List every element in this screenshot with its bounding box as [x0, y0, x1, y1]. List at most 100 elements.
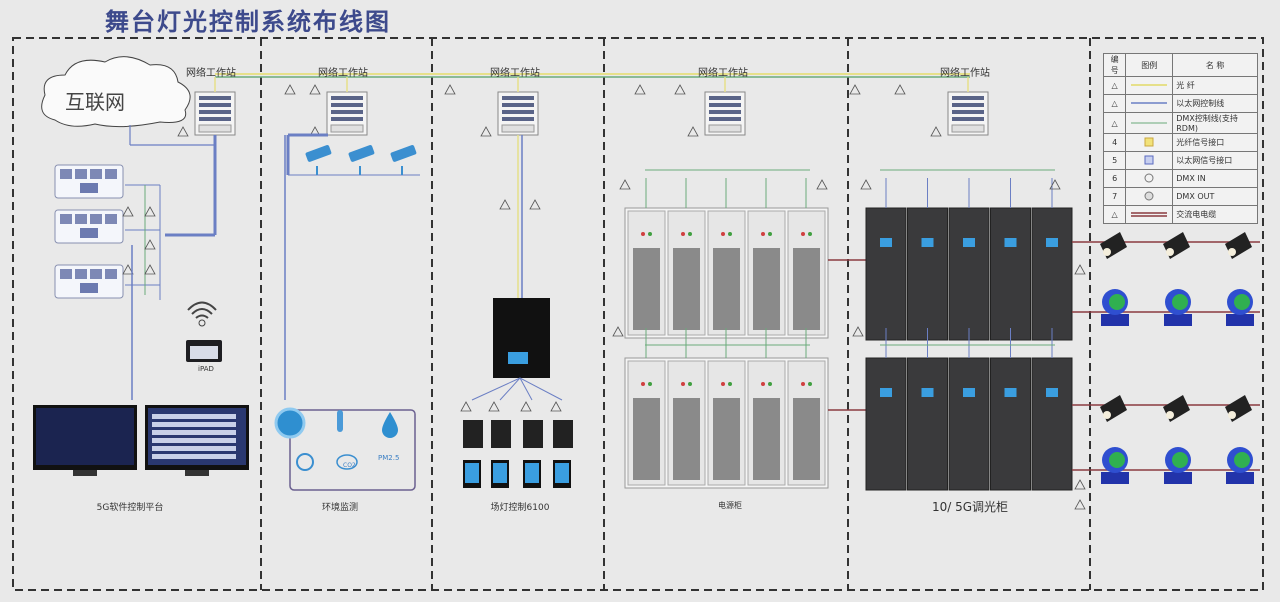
moving-head-base [1101, 472, 1129, 484]
dimmer-cabinet-icon [948, 207, 990, 341]
cabinet-vent [633, 248, 660, 330]
workstation-label-3: 网络工作站 [490, 68, 540, 79]
status-led [681, 382, 685, 386]
cabinet-display [1004, 388, 1017, 397]
junction-icon [144, 239, 156, 250]
spotlight-lens [1166, 248, 1174, 256]
rack-unit [331, 96, 363, 100]
junction-icon [284, 84, 296, 95]
touch-panel-screen [525, 463, 539, 483]
section-label-software: 5G软件控制平台 [96, 503, 164, 513]
thermometer-icon [337, 410, 343, 432]
cabinet-display [880, 238, 892, 247]
dimmer-pack-icon [523, 420, 543, 448]
cabinet-vent [713, 248, 740, 330]
cabinet-vent [633, 398, 660, 480]
section-label-dimmer: 10/ 5G调光柜 [931, 500, 1009, 514]
console-fader-bank [60, 269, 72, 279]
touch-panel-screen [493, 463, 507, 483]
junction-icon [444, 84, 456, 95]
monitor-stand [73, 470, 97, 476]
dimmer-cabinet-icon [948, 357, 990, 491]
outer-frame [12, 37, 1264, 591]
ups-unit [330, 124, 364, 133]
junction-icon [612, 326, 624, 337]
legend-name: DMX OUT [1172, 187, 1258, 206]
status-led [728, 382, 732, 386]
legend-row: 6 DMX IN [1102, 169, 1258, 188]
dimmer-cabinet-icon [1031, 357, 1073, 491]
status-led [768, 232, 772, 236]
spotlight-icon [1100, 232, 1127, 259]
status-led [641, 382, 645, 386]
rack-unit [199, 103, 231, 107]
legend-no: △ [1102, 76, 1127, 95]
status-led [688, 232, 692, 236]
legend-no: △ [1102, 94, 1127, 113]
ethernet-port-icon [1125, 151, 1174, 170]
monitor-table-row [152, 454, 236, 459]
spotlight-lens [1166, 411, 1174, 419]
legend-no: 5 [1102, 151, 1127, 170]
status-led [648, 382, 652, 386]
console-fader-bank [105, 169, 117, 179]
spotlight-icon [1225, 395, 1252, 422]
cabinet-vent [753, 398, 780, 480]
junction-icon [674, 84, 686, 95]
junction-icon [619, 179, 631, 190]
env-panel [289, 409, 416, 491]
legend-no: 4 [1102, 133, 1127, 152]
rack-unit [331, 117, 363, 121]
junction-icon [1049, 179, 1061, 190]
monitor-table-row [152, 438, 236, 443]
console-fader-bank [105, 269, 117, 279]
status-led [801, 382, 805, 386]
junction-icon [122, 206, 134, 217]
status-led [721, 232, 725, 236]
legend-name: 以太网控制线 [1172, 94, 1258, 113]
moving-head-base [1226, 472, 1254, 484]
cabinet-display [963, 388, 975, 397]
status-led [808, 382, 812, 386]
rack-unit [709, 117, 741, 121]
cabinet-display [921, 388, 934, 397]
noise-icon [296, 453, 314, 471]
junction-icon [852, 326, 864, 337]
spotlight-lens [1228, 248, 1236, 256]
dimmer-cabinet-icon [1031, 207, 1073, 341]
cabinet-display [880, 388, 892, 397]
legend-row: △ 交流电电缆 [1102, 205, 1258, 224]
dimmer-cabinet-icon [865, 207, 907, 341]
monitor-table-row [152, 446, 236, 451]
legend-no: 6 [1102, 169, 1127, 188]
junction-icon [1074, 499, 1086, 510]
fiber-port-icon [1125, 133, 1174, 152]
rack-unit [502, 117, 534, 121]
console-screen [80, 228, 98, 238]
yellow-line-icon [1125, 76, 1174, 95]
ups-unit [501, 124, 535, 133]
legend-header: 编号 图例 名 称 [1102, 53, 1258, 77]
legend-name: 交流电电缆 [1172, 205, 1258, 224]
section-label-environment: 环境监测 [321, 503, 358, 513]
junction-icon [480, 126, 492, 137]
legend-table: 编号 图例 名 称 △ 光 纤△ 以太网控制线△ DMX控制线(支持RDM)4 … [1102, 53, 1258, 224]
legend-header-symbol: 图例 [1125, 53, 1174, 77]
legend-row: 4 光纤信号接口 [1102, 133, 1258, 152]
junction-icon [550, 401, 562, 412]
ac-cable-icon [1125, 205, 1174, 224]
ups-unit [951, 124, 985, 133]
spotlight-lens [1103, 248, 1111, 256]
moving-head-lens [1172, 452, 1188, 468]
console-screen [80, 183, 98, 193]
junction-icon [816, 179, 828, 190]
ipad-screen [190, 346, 218, 359]
co2-icon [336, 454, 358, 470]
cable [519, 377, 563, 401]
rack-unit [952, 117, 984, 121]
cabinet-vent [793, 398, 820, 480]
junction-icon [634, 84, 646, 95]
junction-icon [529, 199, 541, 210]
cabinet-display [1046, 388, 1058, 397]
moving-head-lens [1109, 294, 1125, 310]
